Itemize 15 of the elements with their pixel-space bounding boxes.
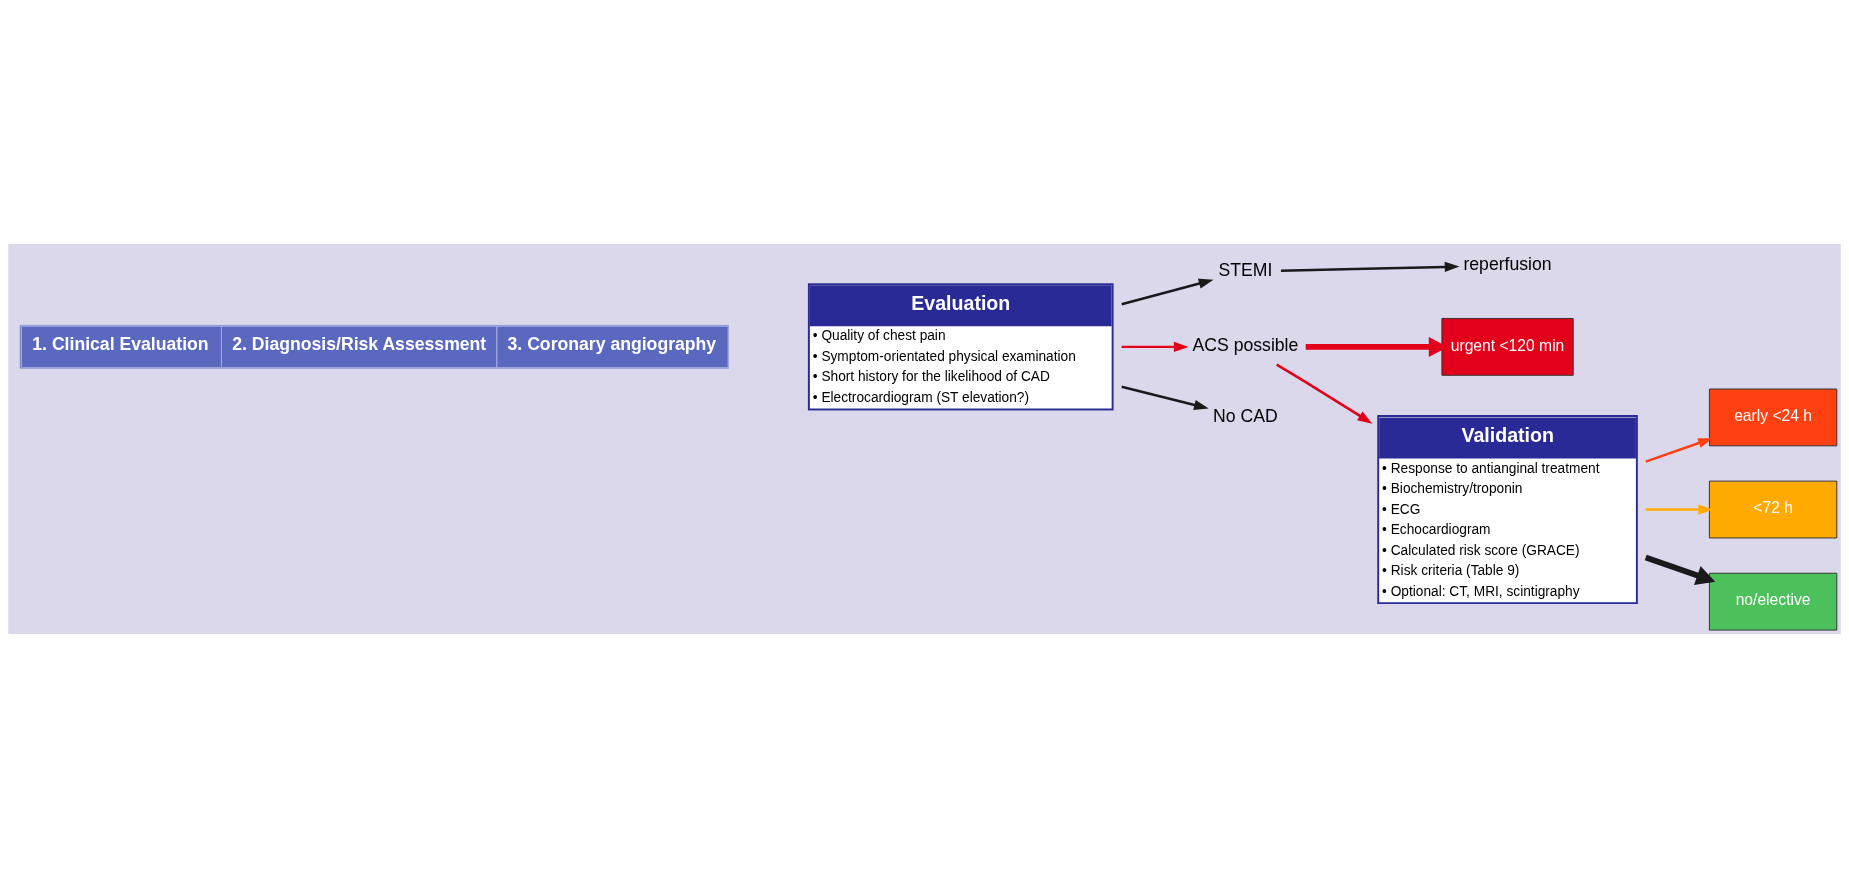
node-text: STEMI [1218,259,1273,280]
node-box: no/elective [1708,572,1838,631]
node-text: reperfusion [1463,253,1552,274]
node-box: early <24 h [1708,388,1838,446]
arrow [1121,341,1189,352]
arrow [1645,437,1713,463]
arrow [1121,385,1209,410]
arrow [1121,278,1214,305]
node-text: ACS possible [1192,334,1299,355]
arrow [1276,363,1373,424]
arrow [1280,261,1460,272]
node-box: urgent <120 min [1441,317,1574,376]
arrow [1644,554,1716,585]
node-text: No CAD [1213,405,1278,426]
node-box: <72 h [1708,480,1838,538]
